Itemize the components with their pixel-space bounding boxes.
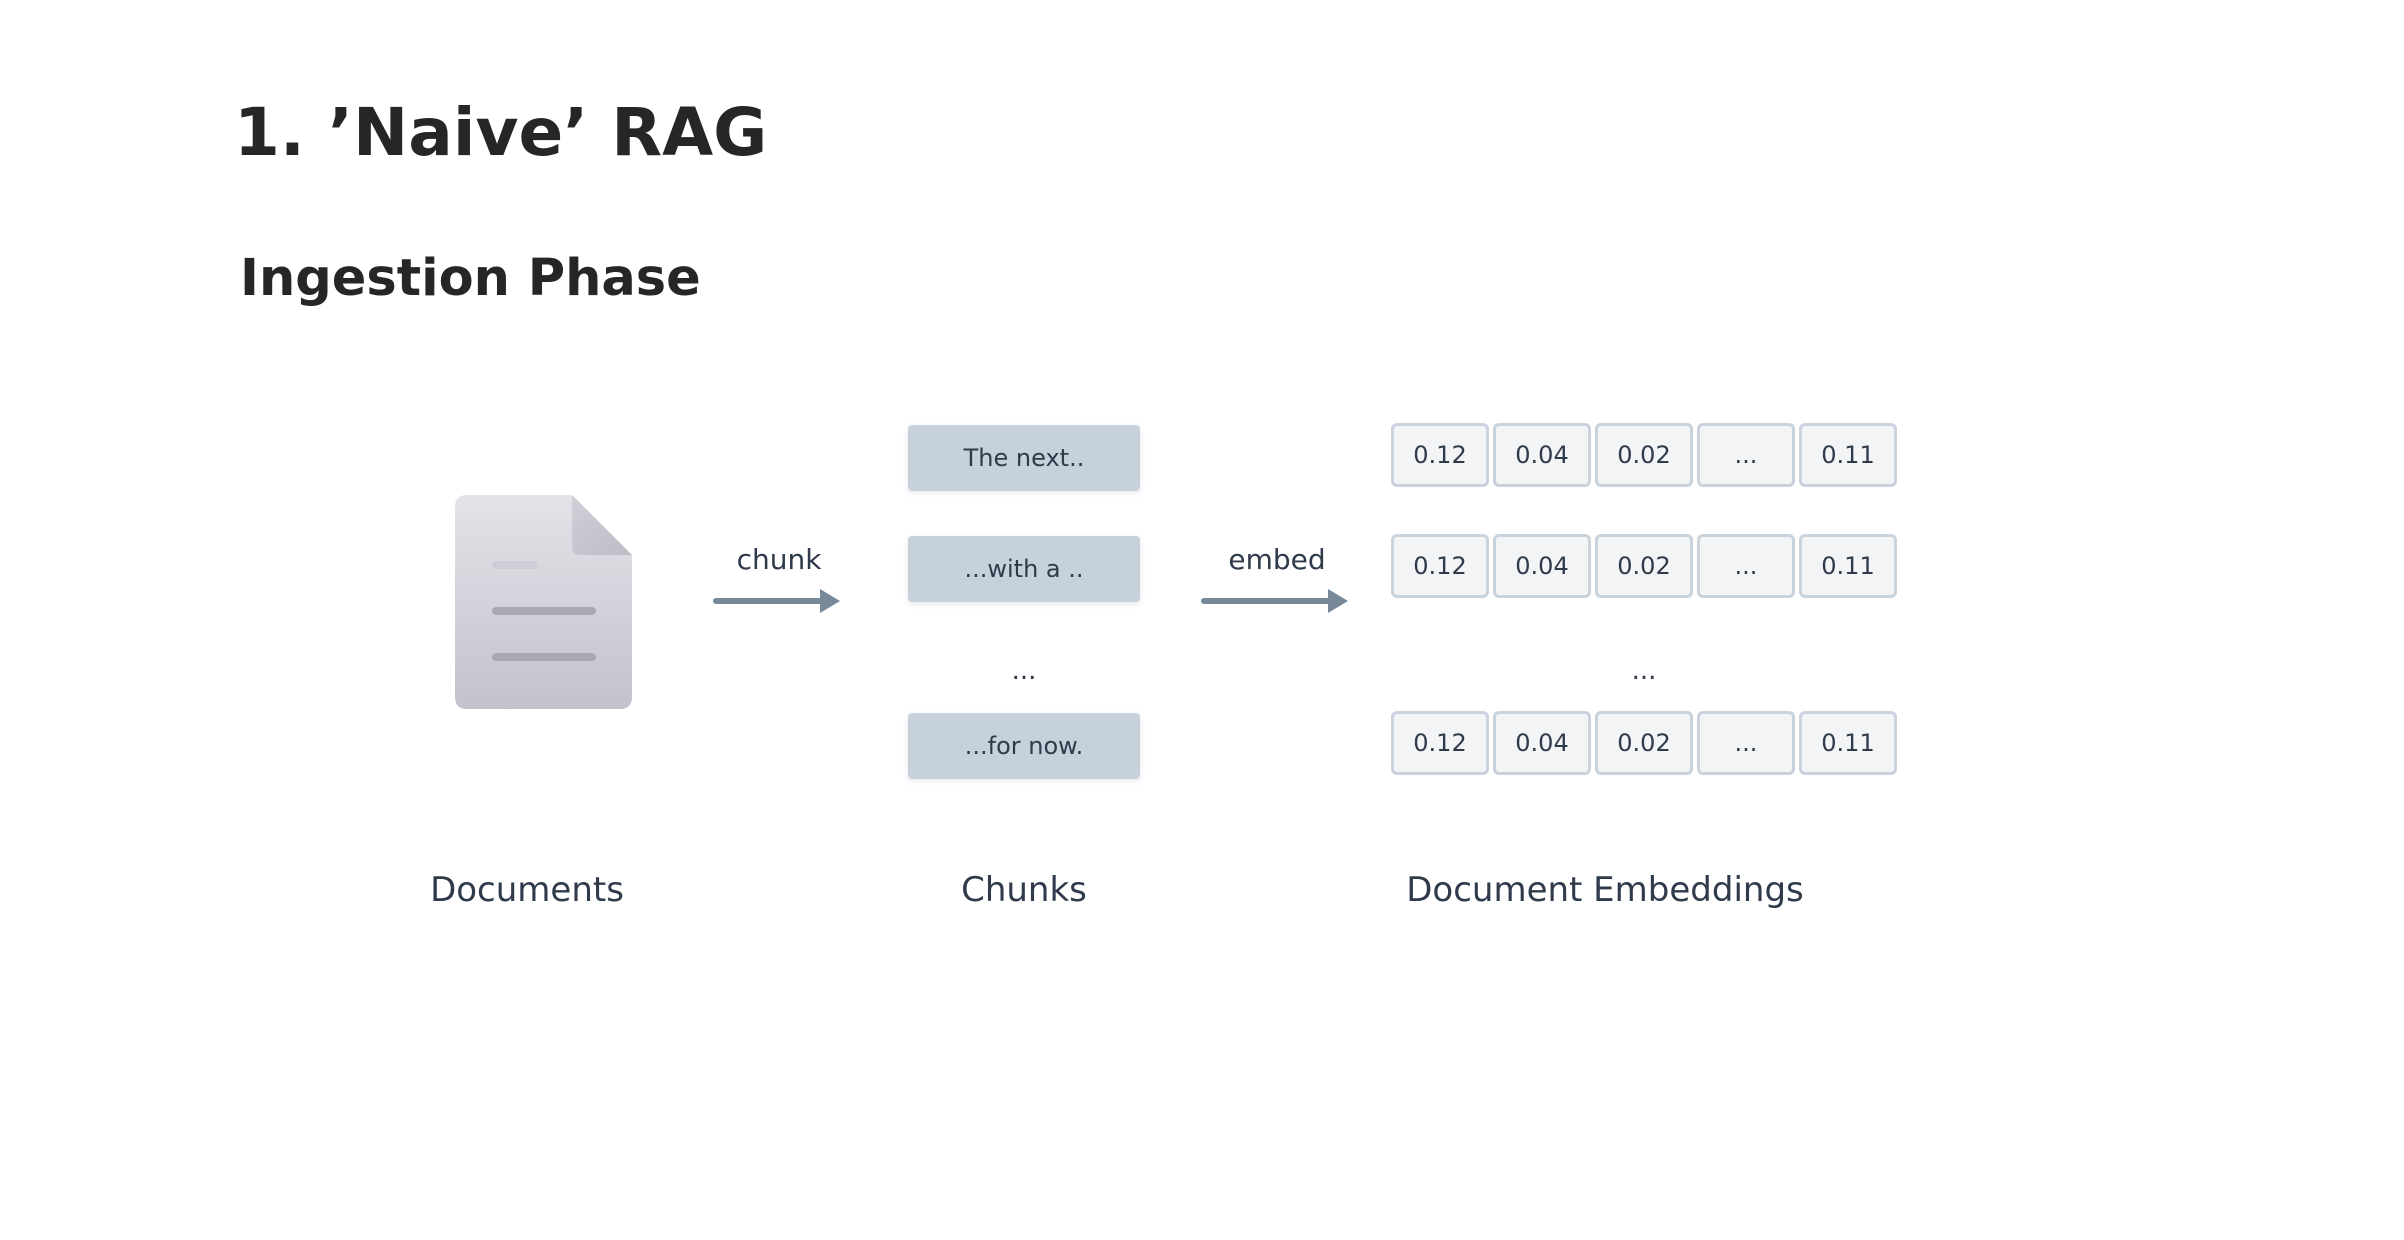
- doc-line-short: [492, 561, 538, 569]
- arrow-right-icon: [713, 589, 840, 613]
- embeddings-caption: Document Embeddings: [1406, 870, 1804, 910]
- chunks-ellipsis: ...: [1011, 656, 1037, 686]
- embedding-cell: ...: [1697, 711, 1795, 775]
- embedding-cell: 0.12: [1391, 534, 1489, 598]
- embedding-cell: 0.02: [1595, 534, 1693, 598]
- embedding-cell: 0.11: [1799, 534, 1897, 598]
- embed-arrow-label: embed: [1228, 543, 1326, 576]
- document-icon-graphic: [455, 495, 632, 709]
- embedding-cell: 0.11: [1799, 423, 1897, 487]
- chunk-box: The next..: [908, 425, 1140, 491]
- embeddings-ellipsis: ...: [1631, 656, 1657, 686]
- embedding-row: 0.12 0.04 0.02 ... 0.11: [1391, 534, 1897, 602]
- embedding-cell: 0.02: [1595, 711, 1693, 775]
- embedding-cell: ...: [1697, 534, 1795, 598]
- doc-line: [492, 653, 596, 661]
- embedding-cell: 0.04: [1493, 534, 1591, 598]
- embedding-cell: 0.04: [1493, 423, 1591, 487]
- embedding-cell: 0.12: [1391, 711, 1489, 775]
- arrow-right-icon: [1201, 589, 1348, 613]
- chunk-arrow-label: chunk: [736, 543, 822, 576]
- embedding-row: 0.12 0.04 0.02 ... 0.11: [1391, 711, 1897, 779]
- embedding-cell: 0.11: [1799, 711, 1897, 775]
- embedding-cell: 0.02: [1595, 423, 1693, 487]
- chunk-box: ...with a ..: [908, 536, 1140, 602]
- embedding-cell: 0.12: [1391, 423, 1489, 487]
- doc-line: [492, 607, 596, 615]
- section-title: Ingestion Phase: [240, 249, 701, 308]
- embedding-row: 0.12 0.04 0.02 ... 0.11: [1391, 423, 1897, 491]
- embedding-cell: 0.04: [1493, 711, 1591, 775]
- chunk-box: ...for now.: [908, 713, 1140, 779]
- document-icon: [455, 495, 632, 709]
- embedding-cell: ...: [1697, 423, 1795, 487]
- chunks-caption: Chunks: [961, 870, 1087, 910]
- documents-caption: Documents: [430, 870, 624, 910]
- page-title: 1. ’Naive’ RAG: [234, 94, 768, 171]
